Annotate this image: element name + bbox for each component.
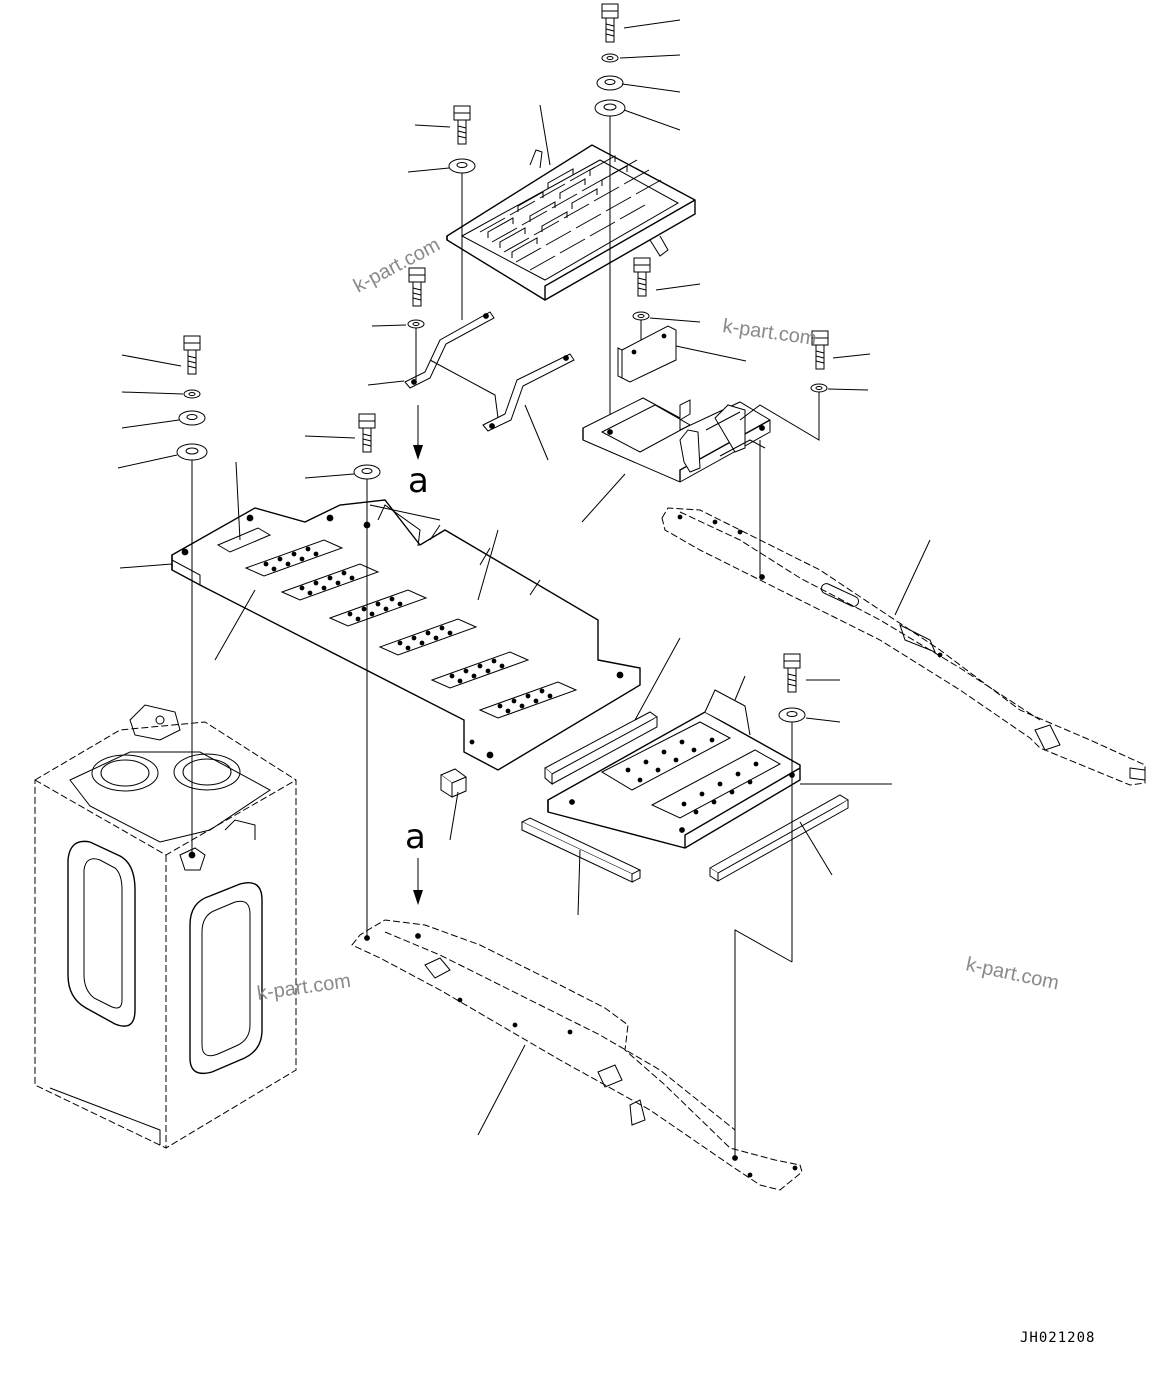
bolt-group-step	[734, 653, 841, 1160]
watermark-4: k-part.com	[964, 953, 1061, 994]
bolt-group-center	[304, 413, 381, 940]
view-arrow-upper: a	[408, 405, 429, 501]
mount-bracket-right	[582, 397, 771, 483]
watermark-2: k-part.com	[721, 315, 818, 350]
control-plate	[617, 325, 747, 383]
bolt-group-far-right	[739, 330, 871, 441]
view-letter-upper: a	[408, 461, 429, 501]
leader-lines-step	[577, 637, 892, 916]
leader-lines-floor	[119, 461, 499, 661]
bolt-group-left	[117, 335, 208, 855]
top-grating-cover	[446, 144, 696, 301]
bolt-group-bracket	[367, 267, 426, 386]
leader-lines-top-right	[539, 19, 681, 166]
bolt-group-grating-left	[407, 105, 476, 320]
frame-rail-lower	[351, 919, 803, 1191]
main-floor-plate	[171, 499, 641, 771]
rubber-strips	[520, 711, 849, 883]
view-arrow-lower: a	[405, 817, 426, 905]
cab-box	[34, 704, 297, 1149]
drawing-code: JH021208	[1020, 1330, 1095, 1346]
watermark-1: k-part.com	[350, 234, 444, 298]
step-plate	[547, 689, 801, 849]
small-spacer-block	[439, 768, 468, 841]
leader-mount-bracket	[581, 473, 626, 523]
bracket-straps	[404, 311, 575, 461]
bolt-group-top-right	[594, 3, 626, 420]
frame-rail-right	[661, 440, 1146, 786]
view-letter-lower: a	[405, 817, 426, 857]
bolt-group-plate	[632, 257, 701, 340]
watermark-3: k-part.com	[256, 970, 353, 1005]
